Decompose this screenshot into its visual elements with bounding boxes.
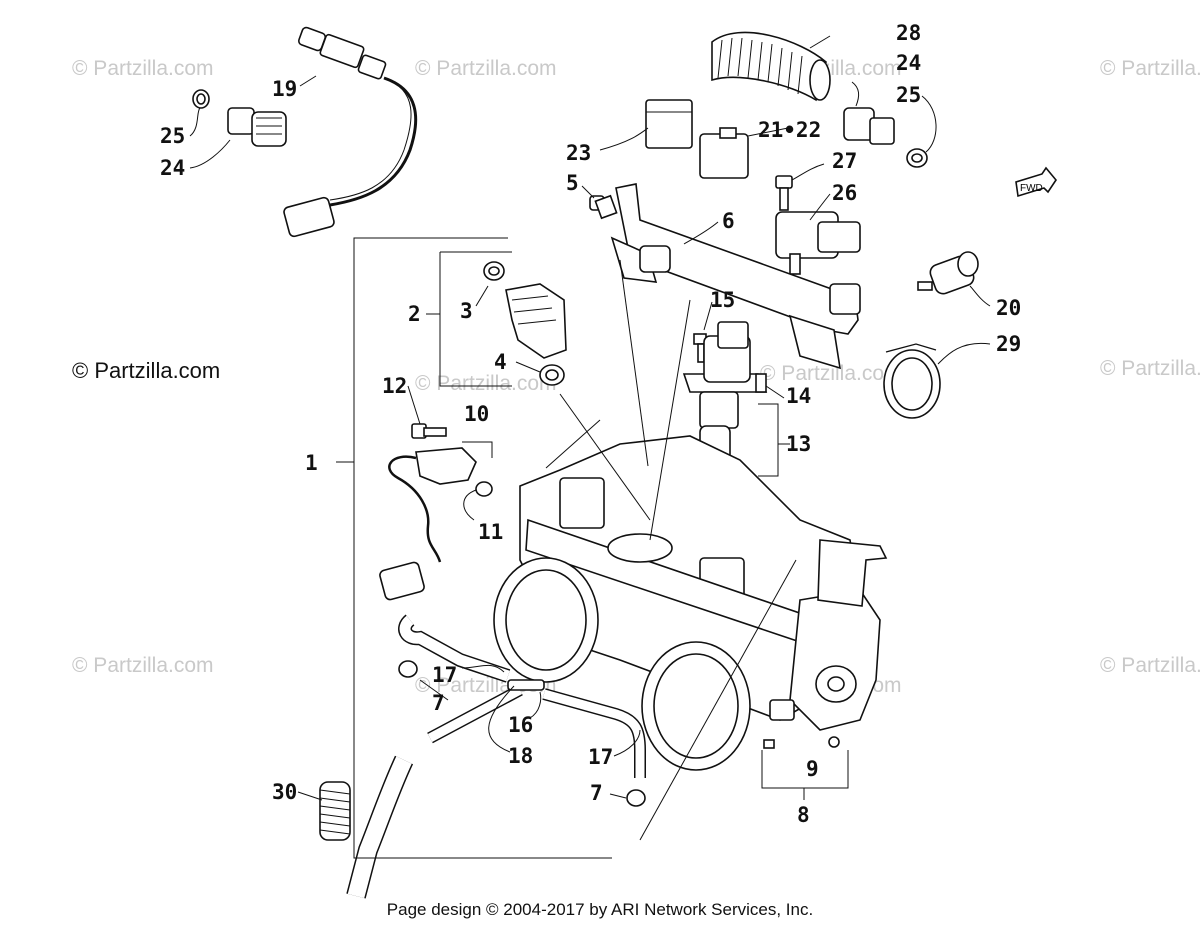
forward-arrow-icon: FWD xyxy=(1015,166,1057,198)
fuel-rail xyxy=(589,183,861,370)
callout-9: 9 xyxy=(806,757,819,781)
callout-10: 10 xyxy=(464,402,489,426)
tps-bracket xyxy=(462,441,493,458)
callout-24a: 24 xyxy=(160,156,185,180)
watermark: © Partzilla.com xyxy=(415,57,557,80)
watermark: © Partzilla.com xyxy=(1100,57,1200,80)
callout-24b: 24 xyxy=(896,51,921,75)
callout-16: 16 xyxy=(508,713,533,737)
callout-8: 8 xyxy=(797,803,810,827)
callout-28: 28 xyxy=(896,21,921,45)
callout-leaders xyxy=(189,35,991,801)
callout-27: 27 xyxy=(832,149,857,173)
callout-25a: 25 xyxy=(160,124,185,148)
temperature-sensor-right xyxy=(843,107,928,168)
leader-line xyxy=(619,259,649,467)
callout-14: 14 xyxy=(786,384,811,408)
callout-21-22: 21•22 xyxy=(758,118,821,142)
callout-13: 13 xyxy=(786,432,811,456)
callout-3: 3 xyxy=(460,299,473,323)
callout-17a: 17 xyxy=(432,663,457,687)
air-duct-hose xyxy=(711,31,831,102)
leader-line xyxy=(559,393,651,521)
leader-line xyxy=(649,299,691,541)
callout-4: 4 xyxy=(494,350,507,374)
fwd-label: FWD xyxy=(1020,183,1043,194)
watermark: © Partzilla.com xyxy=(1100,654,1200,677)
callout-15: 15 xyxy=(710,288,735,312)
idle-air-control-valve xyxy=(681,321,768,480)
bolt xyxy=(775,175,793,211)
assembly-bracket xyxy=(353,237,612,859)
callout-11: 11 xyxy=(478,520,503,544)
callout-19: 19 xyxy=(272,77,297,101)
callout-7a: 7 xyxy=(432,691,445,715)
throttle-body xyxy=(493,435,888,771)
callout-18: 18 xyxy=(508,744,533,768)
throttle-position-sensor xyxy=(379,423,493,601)
leader-line xyxy=(545,419,601,469)
callout-30: 30 xyxy=(272,780,297,804)
spring xyxy=(319,781,351,841)
leader-line xyxy=(639,559,797,841)
callout-23: 23 xyxy=(566,141,591,165)
map-sensor xyxy=(775,211,861,275)
relay xyxy=(645,99,693,149)
callout-25b: 25 xyxy=(896,83,921,107)
pressure-sensor xyxy=(917,251,979,295)
fuel-injector xyxy=(483,261,567,386)
callout-2: 2 xyxy=(408,302,421,326)
connector xyxy=(699,127,749,179)
vacuum-hose xyxy=(346,614,646,899)
temperature-sensor-left xyxy=(192,89,287,147)
callout-labels: 1 2 3 4 5 6 7 7 8 9 10 11 12 13 14 15 16… xyxy=(160,21,1021,827)
oxygen-sensor xyxy=(283,26,418,238)
clamp xyxy=(883,343,941,419)
injector-bracket xyxy=(439,251,512,387)
callout-17b: 17 xyxy=(588,745,613,769)
callout-6: 6 xyxy=(722,209,735,233)
callout-26: 26 xyxy=(832,181,857,205)
callout-29: 29 xyxy=(996,332,1021,356)
callout-20: 20 xyxy=(996,296,1021,320)
callout-1: 1 xyxy=(305,451,318,475)
page-footer: Page design © 2004-2017 by ARI Network S… xyxy=(386,900,814,919)
watermark: © Partzilla.com xyxy=(72,57,214,80)
bracket-8-9 xyxy=(761,750,849,800)
iac-bracket xyxy=(758,403,790,477)
watermark-main: © Partzilla.com xyxy=(72,358,220,383)
watermark: © Partzilla.com xyxy=(760,362,902,385)
watermark: © Partzilla.com xyxy=(72,654,214,677)
callout-12: 12 xyxy=(382,374,407,398)
watermark: © Partzilla.com xyxy=(415,372,557,395)
callout-5: 5 xyxy=(566,171,579,195)
watermark: © Partzilla.com xyxy=(1100,357,1200,380)
callout-7b: 7 xyxy=(590,781,603,805)
